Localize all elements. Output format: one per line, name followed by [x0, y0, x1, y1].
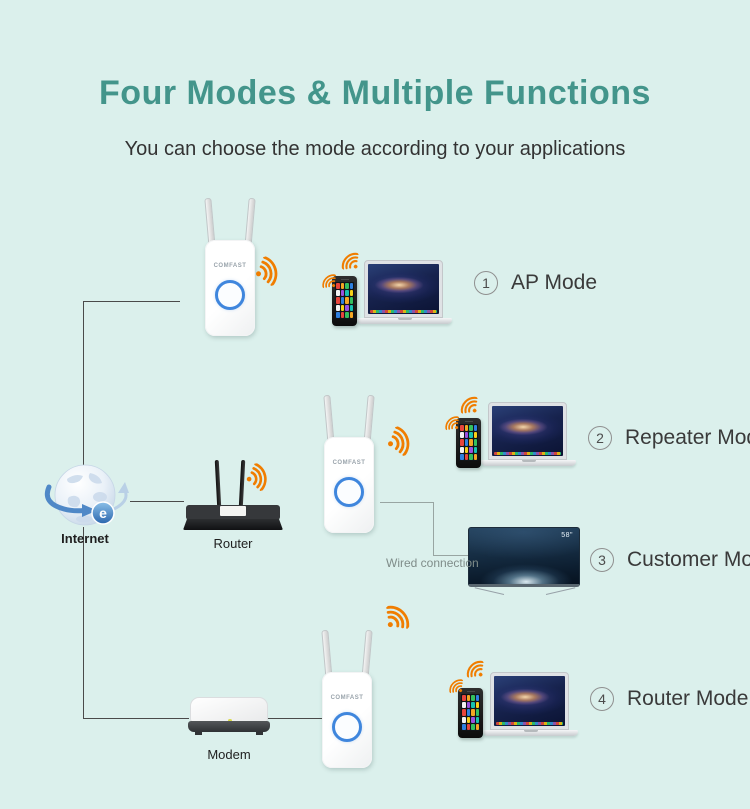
laptop-base — [481, 460, 576, 466]
router-antenna-icon — [214, 459, 222, 509]
e-letter: e — [99, 505, 107, 521]
line-internet-to-router — [130, 501, 184, 502]
smartphone-icon — [332, 276, 357, 326]
mode-number-badge: 4 — [590, 687, 614, 711]
wired-connection-line — [433, 555, 472, 556]
mode-number-badge: 2 — [588, 426, 612, 450]
phone-app-grid — [461, 694, 480, 731]
modem-icon — [188, 697, 270, 747]
line-internet-to-ap-extender — [83, 301, 180, 302]
line-modem-to-extender — [266, 718, 323, 719]
modem-base — [188, 721, 270, 735]
mode-label-customer: 3 Customer Mode — [590, 548, 750, 572]
modem-label: Modem — [207, 747, 251, 762]
laptop-icon — [357, 260, 452, 328]
mode-number-badge: 1 — [474, 271, 498, 295]
client-devices-group — [332, 260, 454, 336]
wifi-signal-icon — [383, 423, 420, 460]
wifi-extender-device: COMFAST — [195, 197, 265, 340]
laptop-base — [483, 730, 578, 736]
tv-size-label: 58" — [561, 532, 573, 539]
wps-button — [215, 280, 245, 310]
laptop-icon — [481, 402, 576, 470]
mode-label-repeater: 2 Repeater Mode — [588, 426, 750, 450]
mode-name: Repeater Mode — [625, 426, 750, 449]
wired-connection-label: Wired connection — [386, 556, 479, 570]
smartphone-icon — [456, 418, 481, 468]
brand-label: COMFAST — [332, 460, 366, 466]
laptop-dock — [370, 310, 437, 313]
tv-stand — [474, 587, 505, 595]
laptop-wallpaper — [492, 406, 563, 456]
laptop-screen — [490, 672, 569, 730]
tv-screen: 58" — [468, 527, 580, 587]
router-sticker — [220, 506, 246, 516]
extender-body: COMFAST — [324, 437, 374, 533]
brand-label: COMFAST — [213, 263, 247, 269]
client-devices-group — [458, 672, 580, 748]
router-base — [183, 519, 283, 530]
page-subtitle: You can choose the mode according to you… — [124, 138, 626, 160]
mode-number-badge: 3 — [590, 548, 614, 572]
wps-button — [334, 477, 364, 507]
laptop-wallpaper — [368, 264, 439, 314]
wifi-extender-device: COMFAST — [312, 629, 382, 772]
client-devices-group — [456, 402, 578, 478]
wired-connection-line — [433, 502, 434, 556]
mode-name: AP Mode — [511, 271, 597, 294]
phone-app-grid — [459, 424, 478, 461]
wired-connection-line — [380, 502, 434, 503]
extender-body: COMFAST — [322, 672, 372, 768]
laptop-dock — [494, 452, 561, 455]
mode-label-ap: 1 AP Mode — [474, 271, 597, 295]
internet-globe-icon: e — [44, 464, 129, 526]
wifi-signal-icon — [251, 253, 288, 290]
router-body — [186, 505, 280, 520]
line-to-modem — [83, 718, 189, 719]
wifi-signal-icon — [377, 596, 419, 638]
modem-top — [190, 697, 268, 723]
wps-button — [332, 712, 362, 742]
line-internet-up — [83, 301, 84, 467]
laptop-base — [357, 318, 452, 324]
line-internet-down — [83, 527, 84, 718]
smartphone-icon — [458, 688, 483, 738]
wifi-signal-icon — [242, 460, 275, 493]
tv-icon: 58" — [468, 527, 582, 597]
laptop-screen — [364, 260, 443, 318]
router-label: Router — [213, 536, 253, 551]
laptop-screen — [488, 402, 567, 460]
laptop-dock — [496, 722, 563, 725]
mode-name: Router Mode — [627, 687, 749, 710]
page-title: Four Modes & Multiple Functions — [99, 74, 651, 112]
tv-stand — [545, 587, 576, 595]
modem-led — [228, 719, 232, 722]
laptop-wallpaper — [494, 676, 565, 726]
wifi-extender-device: COMFAST — [314, 394, 384, 537]
laptop-icon — [483, 672, 578, 740]
brand-label: COMFAST — [330, 695, 364, 701]
mode-label-router: 4 Router Mode — [590, 687, 748, 711]
router-icon — [183, 458, 283, 532]
extender-body: COMFAST — [205, 240, 255, 336]
mode-name: Customer Mode — [627, 548, 750, 571]
internet-label: Internet — [61, 531, 109, 546]
phone-app-grid — [335, 282, 354, 319]
